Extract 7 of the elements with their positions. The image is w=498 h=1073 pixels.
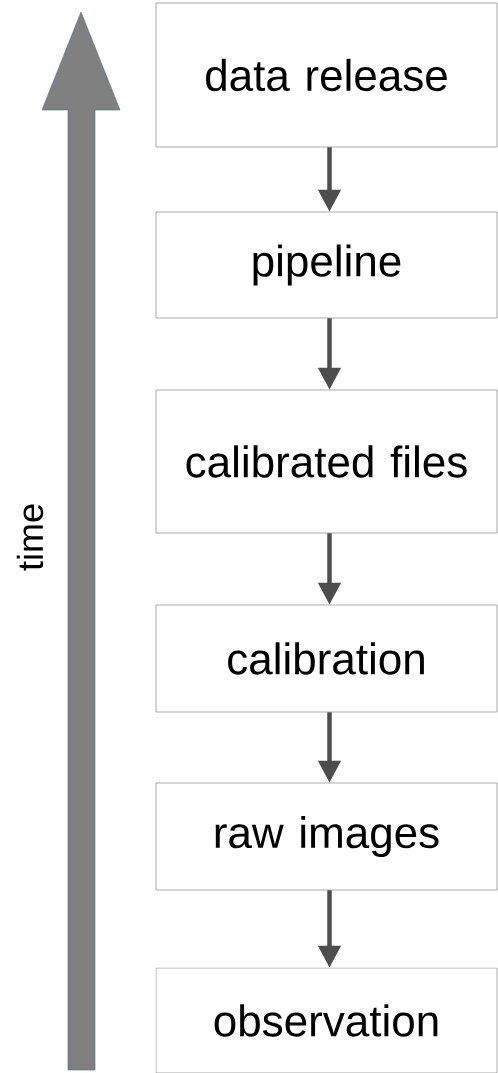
- process-box: observation: [155, 967, 498, 1073]
- axis-label: time: [16, 504, 44, 571]
- process-box: pipeline: [155, 211, 498, 319]
- process-box: raw images: [155, 782, 498, 891]
- process-box: calibration: [155, 604, 498, 713]
- process-box: data release: [155, 2, 498, 148]
- process-box: calibrated files: [155, 389, 498, 534]
